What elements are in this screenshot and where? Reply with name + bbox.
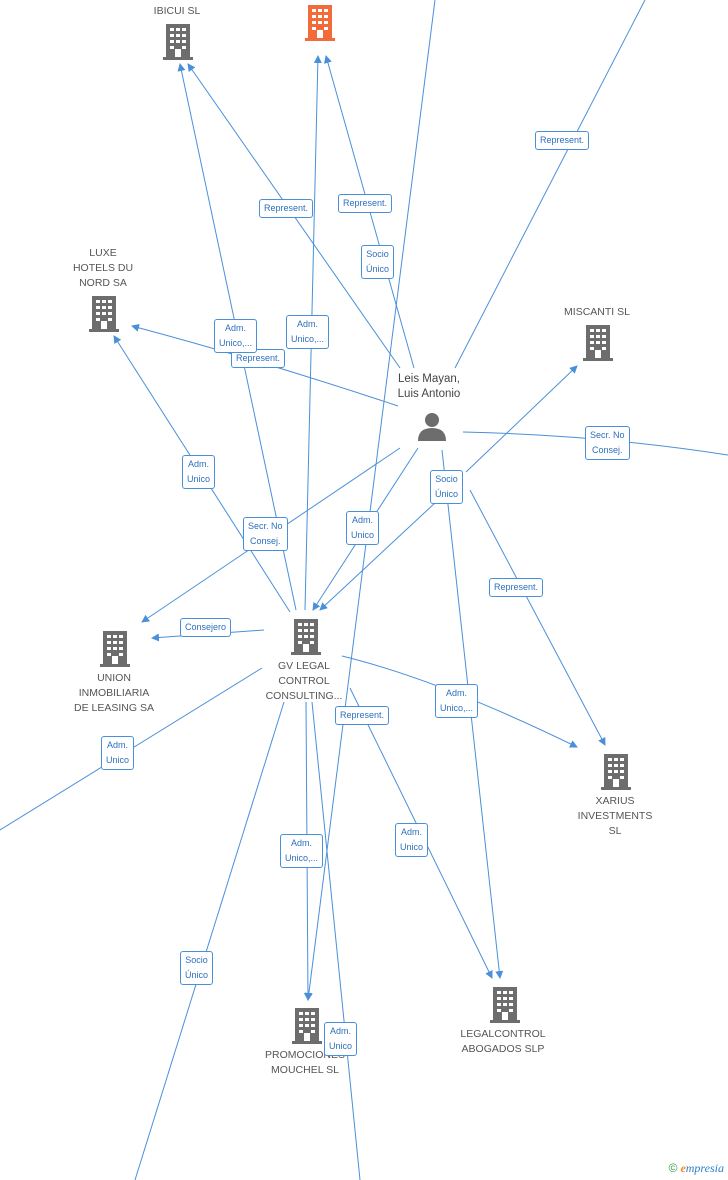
edge-label-represent-top-right[interactable]: Represent. (535, 131, 590, 150)
building-icon-promociones[interactable] (292, 1008, 322, 1044)
building-icon-luxe[interactable] (89, 296, 119, 332)
copyright-symbol: © (668, 1161, 678, 1175)
edge-label-adm-unico-legal[interactable]: Adm.Unico (395, 823, 429, 857)
edge-label-adm-unico-highlight[interactable]: Adm.Unico,... (286, 315, 330, 349)
edge-person-gv-b (319, 501, 437, 611)
edge-label-adm-unico-xarius[interactable]: Adm.Unico,... (435, 684, 479, 718)
edge-label-represent-luxe[interactable]: Represent. (231, 349, 286, 368)
edge-label-adm-unico-bottom[interactable]: Adm.Unico (324, 1022, 358, 1056)
edge-gv-offscreen-bottom-right (311, 701, 361, 1180)
building-icon-gv-legal[interactable] (291, 619, 321, 655)
edge-person-xarius (469, 489, 606, 746)
node-label-person[interactable]: Leis Mayan,Luis Antonio (397, 373, 461, 400)
building-icon-ibicui[interactable] (163, 24, 193, 60)
edge-label-adm-unico-luxe[interactable]: Adm.Unico (182, 455, 216, 489)
node-label-ibicui[interactable]: IBICUI SL (153, 5, 201, 17)
edge-label-represent-xarius[interactable]: Represent. (489, 578, 544, 597)
edge-label-adm-unico-promo[interactable]: Adm.Unico,... (280, 834, 324, 868)
brand-initial: e (680, 1161, 686, 1175)
edge-label-adm-unico-ibicui[interactable]: Adm.Unico,... (214, 319, 258, 353)
edge-label-adm-unico-left[interactable]: Adm.Unico (101, 736, 135, 770)
building-icon-miscanti[interactable] (583, 325, 613, 361)
edge-label-adm-unico-person-gv[interactable]: Adm.Unico (346, 511, 380, 545)
building-icon-highlight[interactable] (305, 5, 335, 41)
node-label-miscanti[interactable]: MISCANTI SL (564, 306, 630, 318)
edge-label-represent-highlight[interactable]: Represent. (338, 194, 393, 213)
person-icon[interactable] (417, 411, 447, 441)
edge-label-represent-ibicui[interactable]: Represent. (259, 199, 314, 218)
brand-name: mpresia (685, 1161, 724, 1175)
building-icon-legalcontrol[interactable] (490, 987, 520, 1023)
edge-label-consejero[interactable]: Consejero (180, 618, 232, 637)
building-icon-xarius[interactable] (601, 754, 631, 790)
edge-offscreen-top-promociones (304, 0, 436, 1001)
edge-gv-offscreen-bottom-left (134, 701, 285, 1180)
edge-offscreen-top-right (454, 0, 646, 369)
edge-person-miscanti (465, 365, 578, 473)
building-icon-union[interactable] (100, 631, 130, 667)
edge-label-represent-gv-legal[interactable]: Represent. (335, 706, 390, 725)
brand-footer[interactable]: © empresia (669, 1161, 724, 1176)
